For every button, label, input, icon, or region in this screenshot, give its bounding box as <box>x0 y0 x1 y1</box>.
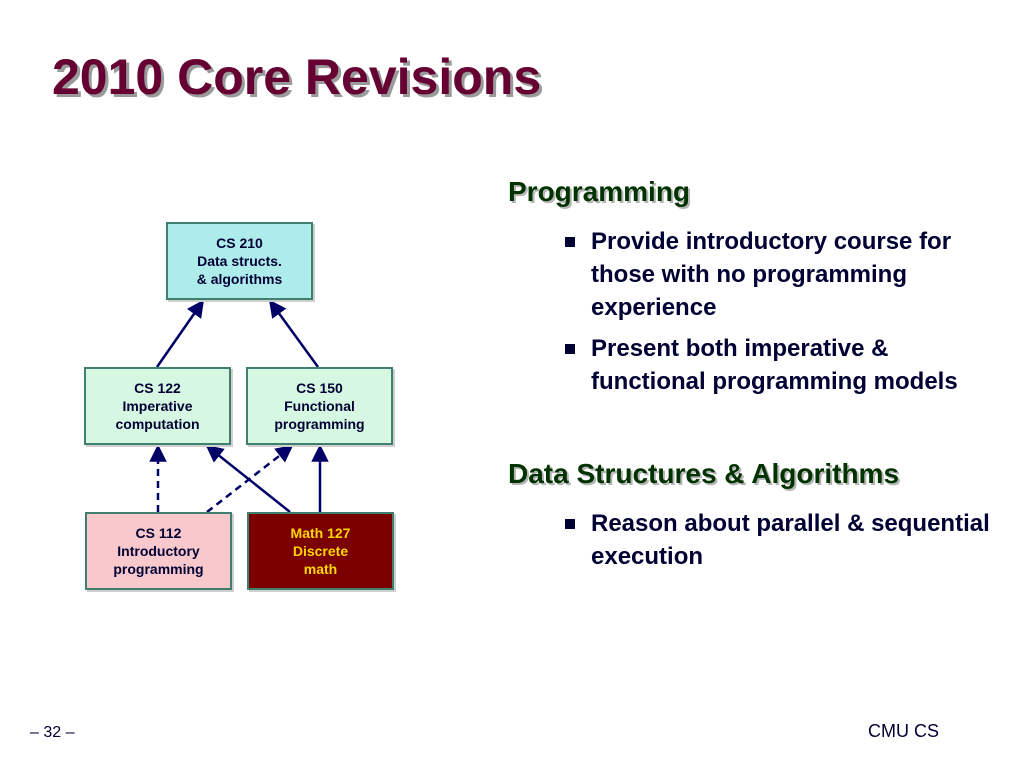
node-cs112-line-3: programming <box>113 561 204 577</box>
node-cs210-line-3: & algorithms <box>196 271 283 287</box>
node-cs122-line-1: CS 122 <box>134 380 181 396</box>
node-cs112: CS 112 Introductory programming <box>85 512 232 590</box>
node-math127-line-2: Discrete <box>292 543 349 559</box>
node-cs112-line-1: CS 112 <box>135 525 182 541</box>
section-heading-programming: Programming <box>508 176 691 207</box>
programming-bullet-list: Provide introductory course for those wi… <box>565 225 995 406</box>
node-cs150-line-3: programming <box>274 416 365 432</box>
node-cs210: CS 210 Data structs. & algorithms <box>166 222 313 300</box>
slide-title: 2010 Core Revisions <box>52 49 542 105</box>
footer-organization: CMU CS <box>868 721 939 741</box>
node-cs112-line-2: Introductory <box>117 543 200 559</box>
square-bullet-icon <box>565 237 575 247</box>
node-math127: Math 127 Discrete math <box>247 512 394 590</box>
bullet-text: Provide introductory course for those wi… <box>591 228 952 321</box>
dsa-bullet-list: Reason about parallel & sequential execu… <box>565 507 995 581</box>
node-cs122-line-2: Imperative <box>122 398 193 414</box>
node-cs150: CS 150 Functional programming <box>246 367 393 445</box>
node-cs122-line-3: computation <box>115 416 200 432</box>
edge-math127-to-cs122 <box>205 444 291 513</box>
square-bullet-icon <box>565 519 575 529</box>
section-heading-data-structures: Data Structures & Algorithms <box>508 458 900 489</box>
node-cs210-line-2: Data structs. <box>197 253 282 269</box>
node-cs150-line-2: Functional <box>284 398 355 414</box>
bullet-item: Reason about parallel & sequential execu… <box>565 507 995 573</box>
page-number: – 32 – <box>30 724 75 741</box>
node-cs150-line-1: CS 150 <box>296 380 343 396</box>
bullet-text: Reason about parallel & sequential execu… <box>591 510 990 570</box>
node-cs122: CS 122 Imperative computation <box>84 367 231 445</box>
node-cs210-line-1: CS 210 <box>216 235 263 251</box>
bullet-item: Provide introductory course for those wi… <box>565 225 995 324</box>
bullet-text: Present both imperative & functional pro… <box>591 335 958 395</box>
square-bullet-icon <box>565 344 575 354</box>
edge-cs122-to-cs210 <box>155 299 205 368</box>
node-math127-line-1: Math 127 <box>290 525 351 541</box>
edge-cs150-to-cs210 <box>268 299 320 368</box>
bullet-item: Present both imperative & functional pro… <box>565 332 995 398</box>
node-math127-line-3: math <box>303 561 338 577</box>
